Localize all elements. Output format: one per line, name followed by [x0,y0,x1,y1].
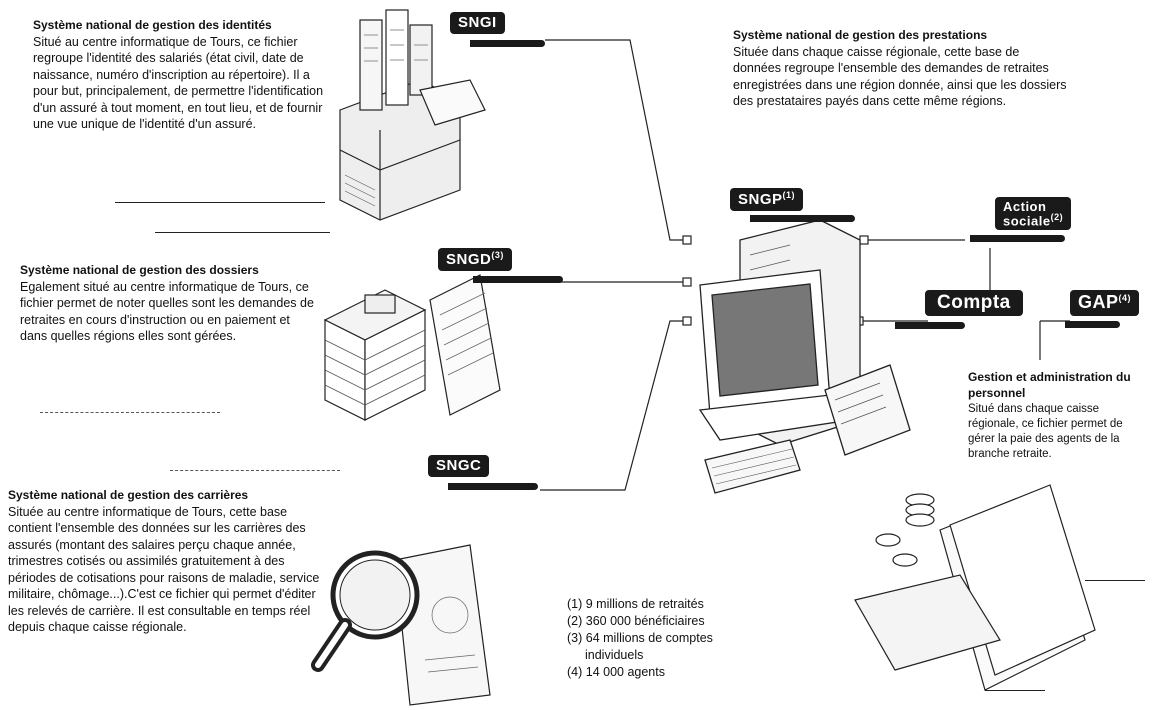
sngc-title: Système national de gestion des carrière… [8,488,249,502]
sngd-title: Système national de gestion des dossiers [20,263,259,277]
sngp-description: Système national de gestion des prestati… [733,28,1068,110]
sngc-label: SNGC [428,455,490,477]
gap-description: Gestion et administration du personnel S… [968,370,1148,462]
footnote-3: (3) 64 millions de comptes [567,630,713,645]
sngd-footnote-mark: (3) [491,250,504,260]
separator-line [985,690,1045,691]
sngd-label-wrap: SNGD(3) [438,248,512,271]
sngd-files-illustration [323,274,501,421]
sngc-body: Située au centre informatique de Tours, … [8,504,320,635]
sngd-label: SNGD [446,251,492,268]
separator-line [170,470,340,471]
sngi-label: SNGI [450,12,505,34]
sngi-archive-illustration [339,9,486,221]
sngp-label-wrap: SNGP(1) [730,188,804,211]
sngp-footnote-mark: (1) [782,190,796,200]
compta-label: Compta [925,290,1023,316]
footnotes: (1) 9 millions de retraités (2) 360 000 … [567,596,713,680]
sngd-body: Egalement situé au centre informatique d… [20,279,314,344]
sngp-title: Système national de gestion des prestati… [733,28,988,42]
connector-lines [540,39,1070,491]
sngi-description: Système national de gestion des identité… [33,18,328,133]
separator-line [115,202,325,203]
sngp-label: SNGP [738,191,783,208]
footnote-1: (1) 9 millions de retraités [567,597,704,611]
sngc-description: Système national de gestion des carrière… [8,488,320,636]
gap-label-wrap: GAP(4) [1070,290,1140,316]
computer-illustration [698,219,911,494]
connector-sngc [540,320,683,491]
gap-label: GAP [1078,292,1119,312]
separator-line [155,232,330,233]
sngp-body: Située dans chaque caisse régionale, cet… [733,44,1067,109]
separator-line [1085,580,1145,581]
sngd-description: Système national de gestion des dossiers… [20,263,320,345]
sngi-body: Situé au centre informatique de Tours, c… [33,34,324,132]
gap-coins-papers-illustration [854,484,1096,691]
gap-title: Gestion et administration du personnel [968,370,1131,400]
gap-footnote-mark: (4) [1118,293,1132,303]
separator-line [40,412,220,413]
connector-sngi [545,39,683,241]
footnote-2: (2) 360 000 bénéficiaires [567,613,705,628]
gap-body: Situé dans chaque caisse régionale, ce f… [968,402,1123,461]
footnote-4: (4) 14 000 agents [567,664,665,679]
footnote-3-continued: individuels [585,647,644,662]
sngc-magnifier-illustration [311,544,491,706]
sngi-title: Système national de gestion des identité… [33,18,272,32]
coin-stack [875,493,935,567]
